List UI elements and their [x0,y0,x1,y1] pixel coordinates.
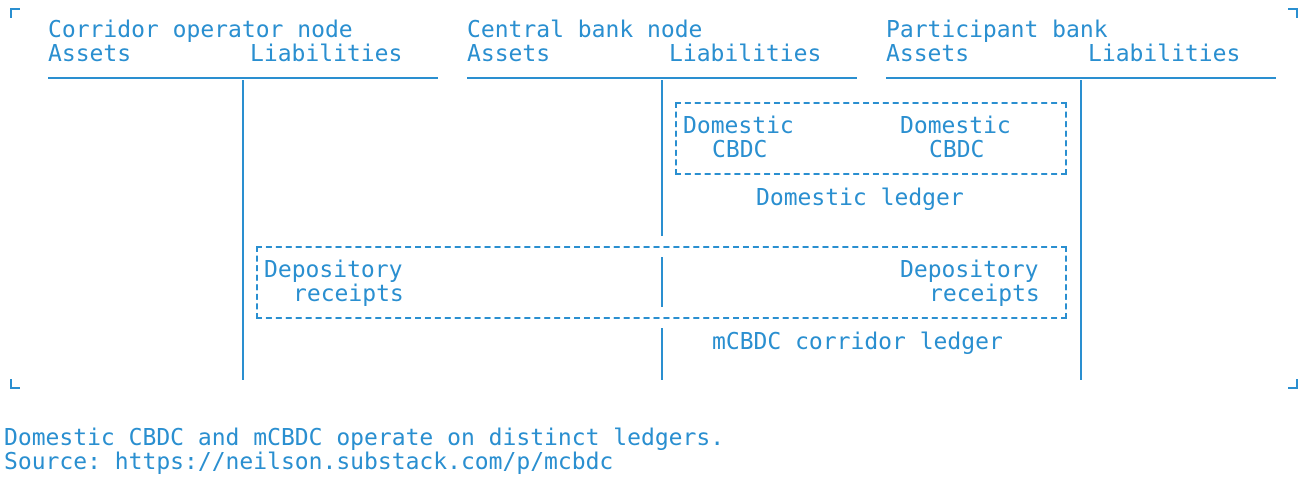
corridor-ledger-box [256,246,1067,319]
domestic-ledger-label: Domestic ledger [756,185,964,211]
central-bank-assets-label: Assets [467,41,551,67]
domestic-cbdc-asset-line1: Domestic [683,113,794,139]
participant-bank-header-rule [886,77,1276,79]
corridor-operator-liabilities-label: Liabilities [250,41,403,67]
corridor-operator-assets-label: Assets [48,41,132,67]
corridor-operator-divider [242,80,244,380]
corridor-operator-header-rule [48,77,438,79]
domestic-cbdc-liability-line1: Domestic [900,113,1011,139]
central-bank-title: Central bank node [467,17,703,43]
frame-corner-top-left [10,8,20,18]
depository-receipts-liability-line1: Depository [900,257,1039,283]
central-bank-divider-middle [661,257,663,307]
domestic-ledger-box [675,102,1067,175]
figure-source: Source: https://neilson.substack.com/p/m… [4,449,614,475]
central-bank-divider-lower [661,328,663,380]
domestic-cbdc-asset-line2: CBDC [712,137,768,163]
participant-bank-title: Participant bank [886,17,1108,43]
figure-caption: Domestic CBDC and mCBDC operate on disti… [4,425,725,451]
corridor-operator-title: Corridor operator node [48,17,353,43]
frame-corner-bottom-right [1288,379,1298,389]
frame-corner-bottom-left [10,379,20,389]
domestic-cbdc-liability-line2: CBDC [929,137,985,163]
participant-bank-assets-label: Assets [886,41,970,67]
frame-corner-top-right [1288,8,1298,18]
central-bank-liabilities-label: Liabilities [669,41,822,67]
corridor-ledger-label: mCBDC corridor ledger [712,329,1003,355]
central-bank-header-rule [467,77,857,79]
depository-receipts-asset-line1: Depository [264,257,403,283]
depository-receipts-asset-line2: receipts [293,281,404,307]
participant-bank-liabilities-label: Liabilities [1088,41,1241,67]
central-bank-divider-upper [661,80,663,236]
participant-bank-divider [1080,80,1082,380]
depository-receipts-liability-line2: receipts [929,281,1040,307]
